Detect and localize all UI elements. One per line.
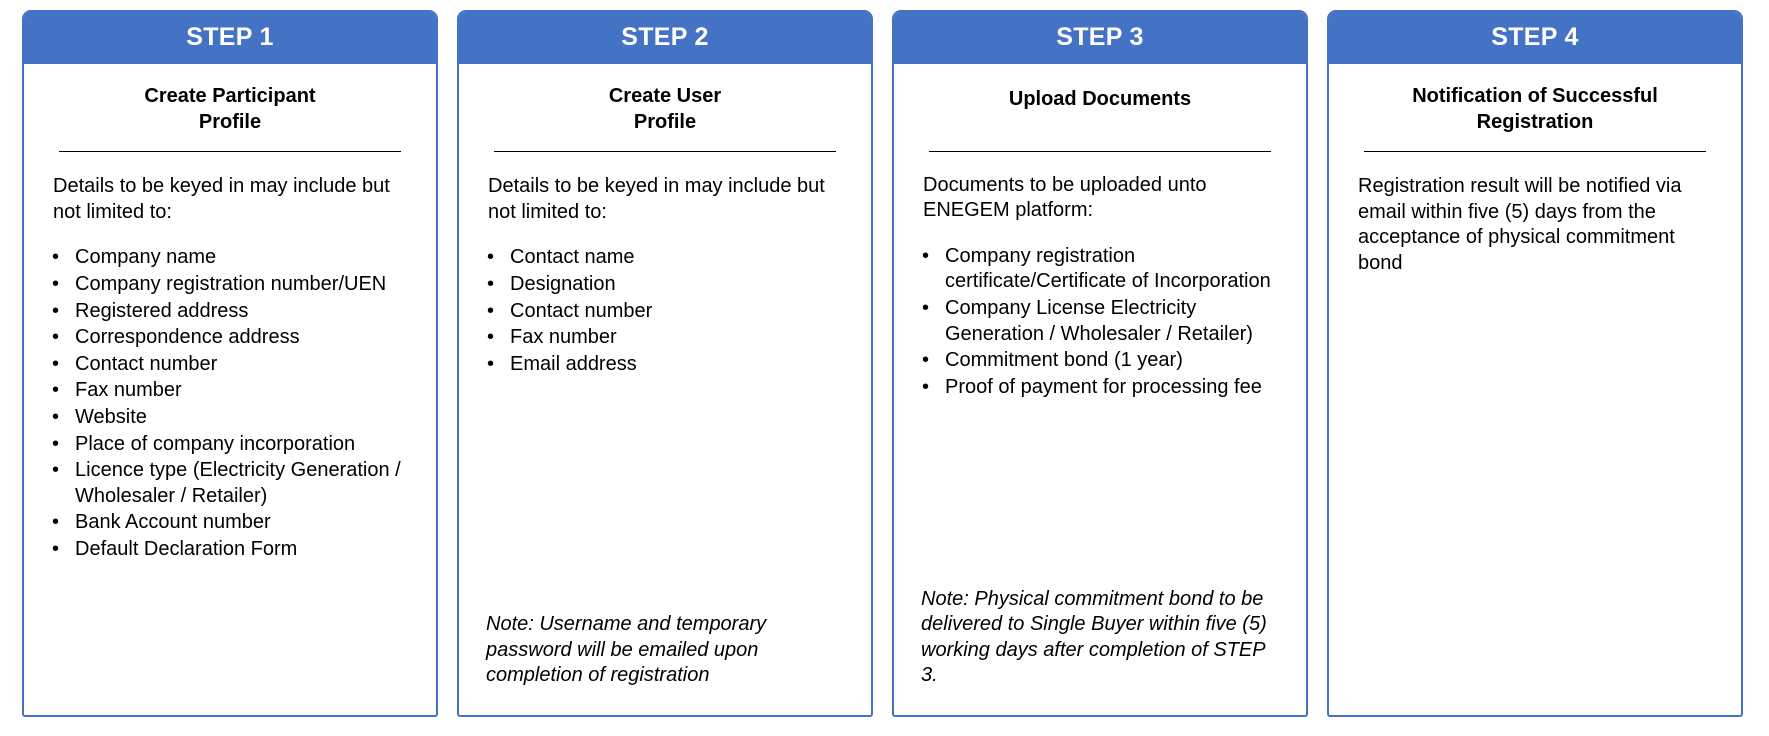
step-1-title-line-2: Profile: [198, 110, 262, 133]
step-card-1: STEP 1 Create Participant Profile Detail…: [22, 10, 438, 717]
step-4-spacer: [1354, 277, 1716, 699]
step-3-header: STEP 3: [894, 12, 1306, 64]
step-4-title-line-1: Notification of Successful: [1412, 85, 1658, 107]
step-1-title: Create Participant Profile: [49, 84, 411, 135]
step-card-2: STEP 2 Create User Profile Details to be…: [457, 10, 873, 717]
step-2-header: STEP 2: [459, 12, 871, 64]
step-4-header: STEP 4: [1329, 12, 1741, 64]
step-2-title-line-1: Create User: [608, 85, 722, 107]
list-item: Company registration certificate/Certifi…: [919, 244, 1281, 295]
step-3-title: Upload Documents: [1008, 88, 1192, 110]
list-item: Place of company incorporation: [49, 432, 411, 458]
step-3-note: Note: Physical commitment bond to be del…: [921, 587, 1267, 687]
step-1-bullet-list: Company name Company registration number…: [49, 245, 411, 563]
step-2-note: Note: Username and temporary password wi…: [486, 613, 767, 687]
step-2-title: Create User Profile: [484, 84, 846, 135]
list-item: Bank Account number: [49, 510, 411, 536]
step-1-spacer: [49, 564, 411, 700]
list-item: Company name: [49, 245, 411, 271]
step-4-title-line-2: Registration: [1476, 110, 1594, 133]
list-item: Default Declaration Form: [49, 537, 411, 563]
list-item: Contact name: [484, 245, 846, 271]
step-1-intro: Details to be keyed in may include but n…: [53, 175, 390, 223]
list-item: Company License Electricity Generation /…: [919, 296, 1281, 347]
step-3-bullet-list: Company registration certificate/Certifi…: [919, 244, 1281, 402]
step-2-divider: [494, 151, 836, 153]
step-card-4: STEP 4 Notification of Successful Regist…: [1327, 10, 1743, 717]
step-4-divider: [1364, 151, 1706, 153]
list-item: Proof of payment for processing fee: [919, 375, 1281, 401]
step-3-body: Upload Documents Documents to be uploade…: [894, 64, 1306, 715]
step-4-title: Notification of Successful Registration: [1354, 84, 1716, 135]
step-3-intro: Documents to be uploaded unto ENEGEM pla…: [923, 173, 1207, 222]
list-item: Contact number: [49, 352, 411, 378]
step-1-divider: [59, 151, 401, 153]
step-3-divider: [929, 150, 1271, 152]
list-item: Commitment bond (1 year): [919, 348, 1281, 374]
step-1-body: Create Participant Profile Details to be…: [24, 64, 436, 715]
list-item: Fax number: [484, 325, 846, 351]
step-2-bullet-list: Contact name Designation Contact number …: [484, 245, 846, 378]
step-2-intro: Details to be keyed in may include but n…: [488, 175, 825, 223]
step-2-body: Create User Profile Details to be keyed …: [459, 64, 871, 715]
step-4-body: Notification of Successful Registration …: [1329, 64, 1741, 715]
list-item: Website: [49, 405, 411, 431]
list-item: Licence type (Electricity Generation / W…: [49, 458, 411, 509]
step-card-3: STEP 3 Upload Documents Documents to be …: [892, 10, 1308, 717]
list-item: Registered address: [49, 299, 411, 325]
step-1-header: STEP 1: [24, 12, 436, 64]
step-4-intro: Registration result will be notified via…: [1358, 175, 1682, 274]
list-item: Email address: [484, 352, 846, 378]
list-item: Contact number: [484, 299, 846, 325]
list-item: Fax number: [49, 378, 411, 404]
list-item: Designation: [484, 272, 846, 298]
step-2-title-line-2: Profile: [633, 110, 697, 133]
list-item: Company registration number/UEN: [49, 272, 411, 298]
list-item: Correspondence address: [49, 325, 411, 351]
step-1-title-line-1: Create Participant: [144, 85, 316, 107]
